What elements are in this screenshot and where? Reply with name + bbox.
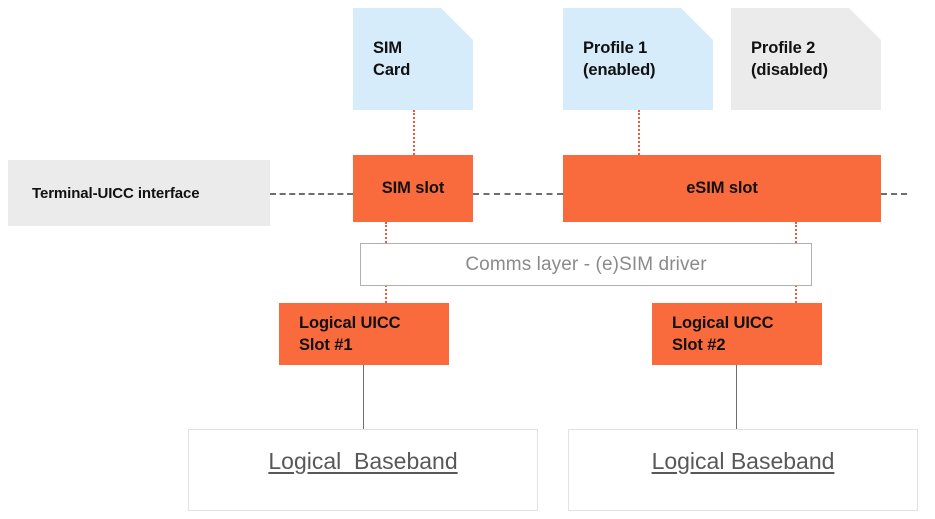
connector-sim-card-to-sim-slot [413, 110, 415, 155]
terminal-uicc-interface-label: Terminal-UICC interface [32, 184, 200, 202]
logical-baseband-right-node[interactable]: Logical Baseband [568, 429, 918, 511]
profile-1-node[interactable]: Profile 1 (enabled) [563, 8, 713, 110]
sim-slot-label: SIM slot [381, 179, 445, 197]
logical-uicc-slot-1-label: Logical UICC Slot #1 [299, 313, 401, 354]
logical-baseband-left-label: Logical Baseband [268, 448, 458, 474]
interface-line-left [270, 193, 353, 195]
connector-logical-slot-2-to-baseband-right [736, 365, 737, 429]
sim-slot-node[interactable]: SIM slot [353, 155, 473, 222]
connector-profile1-to-esim-slot [638, 110, 640, 155]
terminal-uicc-interface-node: Terminal-UICC interface [8, 160, 270, 226]
comms-layer-label: Comms layer - (e)SIM driver [465, 253, 707, 275]
sim-card-node[interactable]: SIM Card [353, 8, 473, 110]
connector-logical-slot-1-to-baseband-left [363, 365, 364, 429]
esim-slot-node[interactable]: eSIM slot [563, 155, 881, 222]
logical-uicc-slot-1-node[interactable]: Logical UICC Slot #1 [279, 303, 449, 365]
sim-card-label: SIM Card [373, 38, 411, 79]
logical-baseband-right-label: Logical Baseband [651, 448, 835, 474]
interface-line-middle [473, 193, 563, 195]
profile-2-node[interactable]: Profile 2 (disabled) [731, 8, 881, 110]
logical-uicc-slot-2-label: Logical UICC Slot #2 [672, 313, 774, 354]
profile-2-label: Profile 2 (disabled) [751, 38, 828, 79]
comms-layer-node[interactable]: Comms layer - (e)SIM driver [360, 243, 812, 286]
esim-slot-label: eSIM slot [686, 179, 758, 197]
logical-uicc-slot-2-node[interactable]: Logical UICC Slot #2 [652, 303, 822, 365]
profile-1-label: Profile 1 (enabled) [583, 38, 656, 79]
logical-baseband-left-node[interactable]: Logical Baseband [188, 429, 538, 511]
interface-line-right [881, 193, 907, 195]
